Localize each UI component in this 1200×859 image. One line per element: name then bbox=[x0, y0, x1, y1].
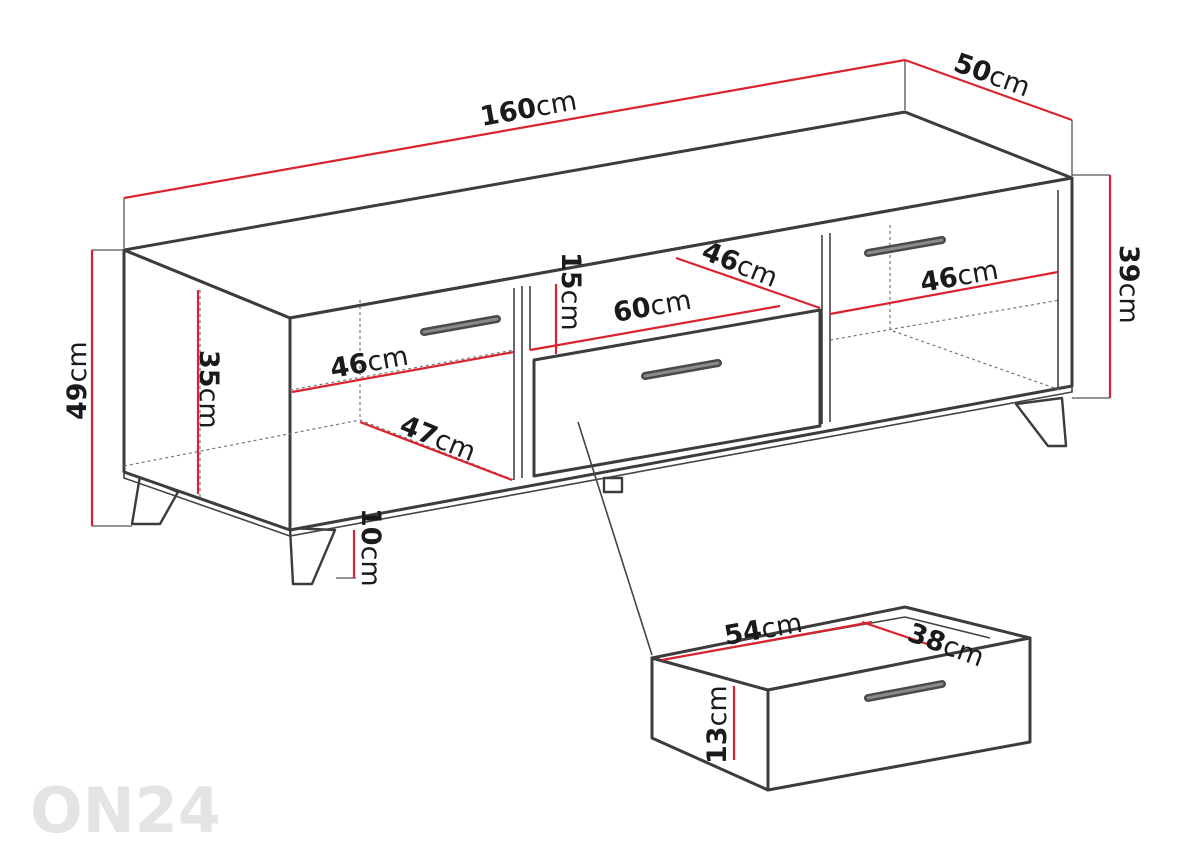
middle-drawer-handle-highlight bbox=[643, 361, 720, 378]
dim-line-right-shelf-width bbox=[829, 270, 1059, 316]
dim-label-leg-height: 10cm bbox=[355, 508, 386, 587]
drawer-box-front bbox=[766, 636, 1032, 792]
left-door-handle-highlight bbox=[422, 317, 499, 334]
drawer-detail-handle-highlight bbox=[866, 682, 944, 700]
leg-middle bbox=[602, 476, 624, 494]
dim-line-drawer-depth bbox=[861, 620, 931, 647]
dimension-lines bbox=[90, 58, 1112, 760]
dim-label-total-depth: 50cm bbox=[950, 47, 1035, 103]
right-door-handle-highlight bbox=[866, 238, 944, 255]
dim-line-drawer-width bbox=[661, 620, 873, 662]
dim-label-left-shelf-height: 35cm bbox=[193, 350, 224, 429]
dim-line-left-shelf-width bbox=[291, 350, 515, 394]
divider-left bbox=[513, 286, 523, 480]
cabinet-base-line bbox=[123, 386, 1073, 537]
dim-label-drawer-height: 13cm bbox=[702, 685, 733, 764]
dim-line-total-depth bbox=[904, 58, 1073, 122]
middle-drawer-front bbox=[532, 308, 822, 478]
watermark-logo: ON24 bbox=[30, 774, 221, 847]
dim-label-right-shelf-width: 46cm bbox=[918, 255, 1001, 299]
leg-front-left bbox=[288, 526, 337, 586]
dim-label-total-height: 49cm bbox=[62, 341, 93, 420]
dim-label-left-shelf-width: 46cm bbox=[328, 341, 411, 385]
divider-right bbox=[821, 233, 831, 424]
right-compartment-back bbox=[829, 225, 1061, 391]
dim-line-middle-niche-width bbox=[529, 304, 781, 352]
leg-right bbox=[1014, 396, 1068, 448]
dim-label-drawer-width: 54cm bbox=[722, 608, 805, 652]
dim-line-middle-niche-depth bbox=[675, 256, 821, 310]
dim-label-middle-niche-width: 60cm bbox=[611, 285, 694, 329]
dim-line-total-width bbox=[123, 58, 906, 200]
left-compartment-shelf bbox=[289, 300, 515, 420]
dim-label-body-height: 39cm bbox=[1113, 245, 1144, 324]
dim-line-left-shelf-depth bbox=[359, 420, 513, 482]
drawer-detail-leader bbox=[577, 421, 653, 656]
tv-stand-cabinet bbox=[122, 110, 1074, 586]
dim-label-middle-niche-height: 15cm bbox=[555, 252, 586, 331]
